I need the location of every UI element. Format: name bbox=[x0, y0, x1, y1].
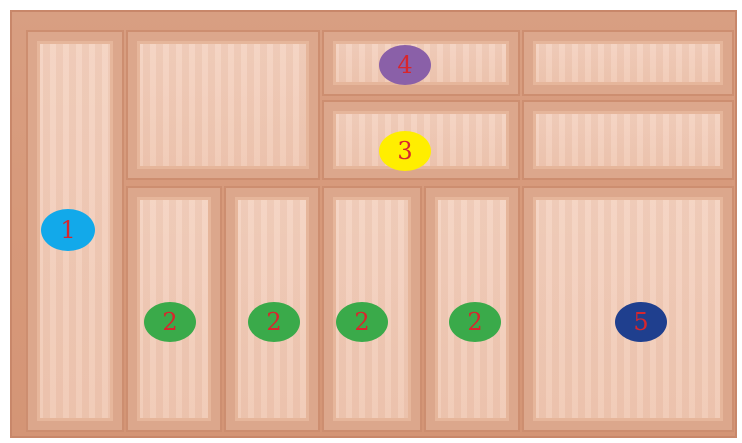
label-badge-3: 3 bbox=[379, 131, 431, 171]
compartment-top-right-upper bbox=[524, 32, 732, 94]
compartment-top-left-large bbox=[128, 32, 318, 178]
compartment-top-right-lower bbox=[524, 102, 732, 178]
label-badge-2: 2 bbox=[449, 302, 501, 342]
label-badge-5: 5 bbox=[615, 302, 667, 342]
label-badge-2: 2 bbox=[144, 302, 196, 342]
label-badge-2: 2 bbox=[336, 302, 388, 342]
label-badge-4: 4 bbox=[379, 45, 431, 85]
label-badge-1: 1 bbox=[41, 209, 95, 251]
label-badge-2: 2 bbox=[248, 302, 300, 342]
